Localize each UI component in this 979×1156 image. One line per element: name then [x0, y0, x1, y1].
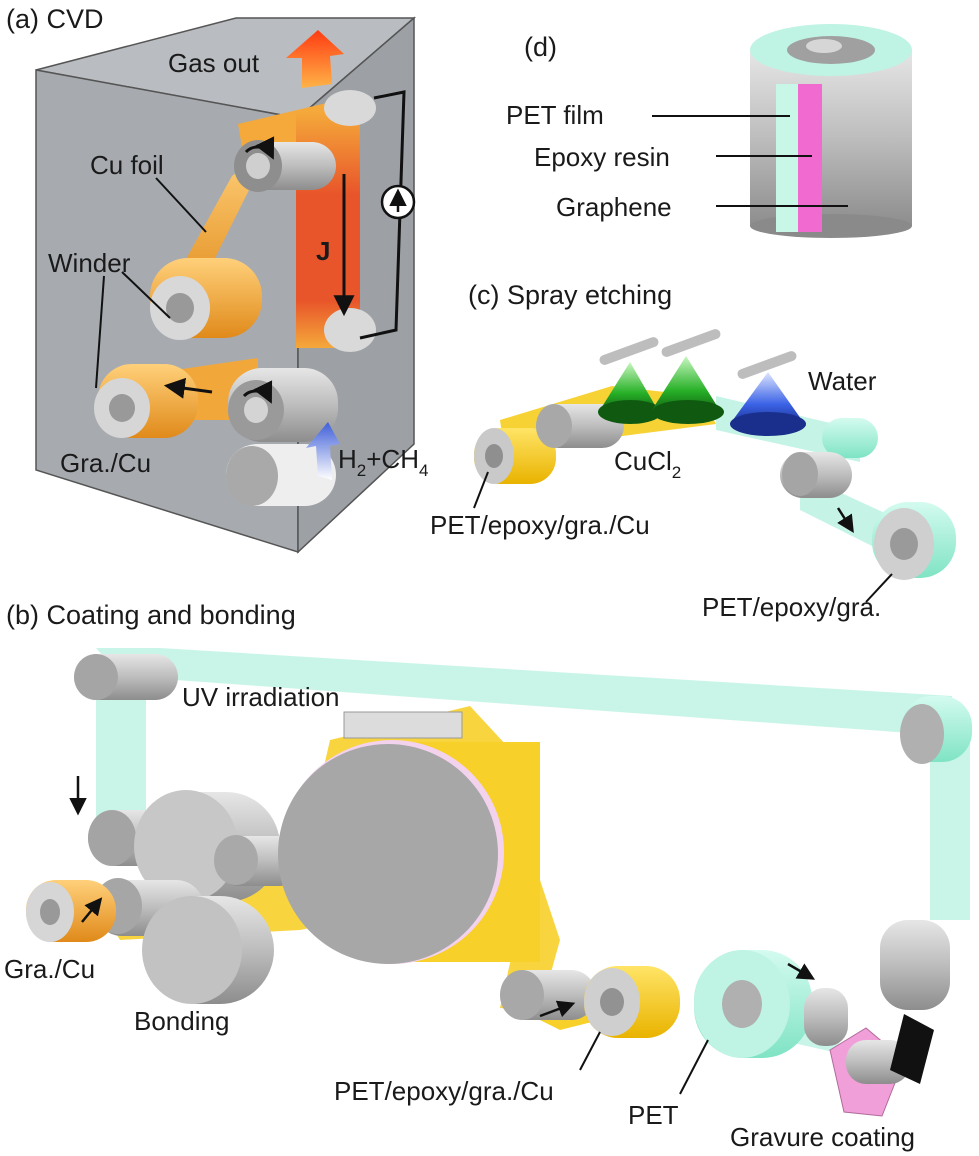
label-epoxy-resin: Epoxy resin [534, 142, 670, 172]
roll-body [750, 50, 912, 226]
nozzle-3 [737, 351, 797, 379]
label-c-output: PET/epoxy/gra. [702, 592, 881, 622]
roller-hot-right [324, 90, 376, 352]
arrow-b-gra-cu [81, 897, 103, 923]
uv-lamp [343, 711, 463, 739]
nozzle-1 [599, 337, 659, 365]
label-gra-cu-b: Gra./Cu [4, 954, 95, 984]
roll-bottom-edge [750, 214, 912, 238]
label-pet: PET [628, 1100, 679, 1130]
leader-winder-1 [121, 271, 171, 319]
label-bonding: Bonding [134, 1006, 229, 1036]
spray-water [730, 372, 806, 426]
label-h2-ch4: H2+CH4 [338, 444, 428, 480]
arrow-b-product [539, 1000, 576, 1018]
label-cu-foil: Cu foil [90, 150, 164, 180]
panel-a-title: (a) CVD [6, 4, 104, 34]
panel-c-spray-etching: (c) Spray etching Water CuCl2 PET/epoxy/… [430, 280, 956, 622]
label-c-input: PET/epoxy/gra./Cu [430, 510, 650, 540]
panel-c-title: (c) Spray etching [468, 280, 672, 310]
label-gra-cu-a: Gra./Cu [60, 448, 151, 478]
gravure-unit [804, 920, 950, 1117]
label-gravure: Gravure coating [730, 1122, 915, 1152]
spray-cucl2-2 [652, 356, 722, 414]
nozzle-2 [661, 329, 721, 357]
panel-a-cvd: (a) CVD Gas out Cu foil Winder Gra./Cu J… [6, 4, 428, 554]
doctor-blade [890, 1014, 934, 1084]
main-drum [278, 740, 540, 964]
roller-lower-right [228, 368, 338, 442]
label-uv: UV irradiation [182, 682, 340, 712]
label-cucl2: CuCl2 [614, 446, 681, 482]
roller-c-2 [780, 418, 878, 498]
roller-b-gra-cu [26, 880, 116, 942]
roller-b-top-left [74, 654, 178, 700]
roller-bottom [226, 444, 336, 506]
leader-b-pet [679, 1039, 709, 1095]
leader-winder-2 [95, 275, 105, 389]
h2-ch4-gas-arrow [306, 422, 340, 480]
label-gas-out: Gas out [168, 48, 260, 78]
roller-b-top-right [900, 696, 972, 764]
arrow-b-pet [787, 962, 816, 980]
roller-c-output [872, 502, 956, 580]
roller-winder [150, 258, 262, 340]
roller-b-pet [694, 950, 812, 1058]
roller-gra-cu [94, 364, 198, 438]
roller-b-product [584, 966, 680, 1038]
label-winder: Winder [48, 248, 131, 278]
pet-loop-top [96, 648, 952, 736]
label-current-j: J [316, 236, 330, 266]
spray-cucl2-1 [600, 362, 660, 414]
label-b-product: PET/epoxy/gra./Cu [334, 1076, 554, 1106]
leader-c-output [865, 573, 893, 603]
foil-direction-arrow [163, 377, 213, 399]
arrow-c-output [836, 507, 854, 533]
epoxy-layer [798, 84, 822, 232]
gas-out-arrow [286, 30, 344, 88]
leader-c-input [473, 471, 489, 509]
panel-b-title: (b) Coating and bonding [6, 600, 296, 630]
label-pet-film: PET film [506, 100, 604, 130]
label-graphene: Graphene [556, 192, 672, 222]
leader-b-product [579, 1031, 601, 1071]
panel-d-title: (d) [524, 32, 557, 62]
label-water: Water [808, 366, 877, 396]
roller-top [234, 136, 336, 192]
pet-film-layer [776, 84, 798, 232]
leader-cu-foil [155, 177, 207, 233]
panel-b-coating-bonding: (b) Coating and bonding UV irradiation G… [4, 600, 972, 1152]
panel-d-roll: (d) PET film Epoxy resin Graphene [506, 24, 912, 238]
roller-c-yellow [474, 428, 556, 484]
